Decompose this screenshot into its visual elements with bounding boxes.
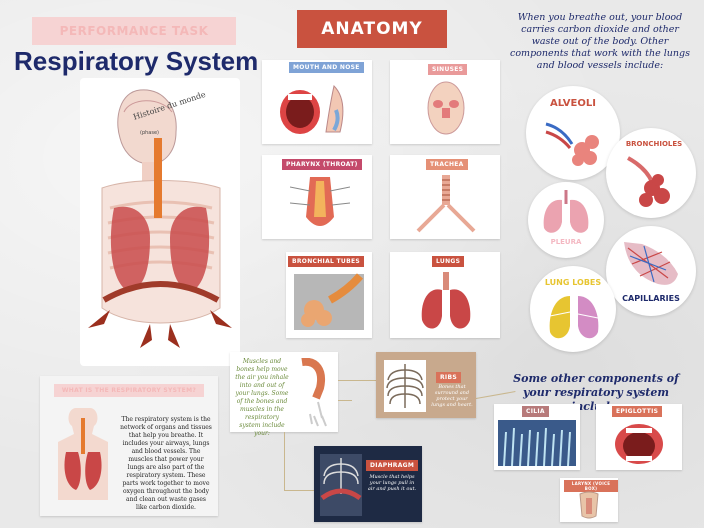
ribs-icon [384,360,426,412]
bronchial-tubes-icon [294,273,364,330]
page-title: Respiratory System [14,46,259,76]
cilia-icon [498,420,576,466]
diaphragm-icon [320,454,362,516]
pharynx-icon [290,177,350,226]
connector-line [338,380,376,381]
sinuses-label: SINUSES [428,64,468,75]
diaphragm-label: DIAPHRAGM [366,460,419,471]
what-is-heading: WHAT IS THE RESPIRATORY SYSTEM? [54,384,204,397]
alveoli-icon [545,122,599,166]
larynx-card: LARYNX (VOICE BOX) [560,478,618,522]
ribs-text: Bones that surround and protect your lun… [431,384,473,408]
card-sinuses: SINUSES [390,60,500,144]
pharynx-label: PHARYNX (THROAT) [282,159,362,170]
what-is-body-icon [58,408,108,500]
larynx-icon [579,491,599,519]
lung-lobes-label: LUNG LOBES [544,278,602,287]
trachea-label: TRACHEA [426,159,468,170]
phase-label: (phase) [140,130,159,136]
lungs-label: LUNGS [432,256,465,267]
diaphragm-card: DIAPHRAGM Muscle that helps your lungs p… [314,446,422,522]
epiglottis-label: EPIGLOTTIS [612,406,663,417]
cilia-card: CILIA [494,404,580,470]
circle-lung-lobes: LUNG LOBES [530,266,616,352]
muscles-bones-text: Muscles and bones help move the air you … [235,358,289,437]
sinuses-icon [427,81,465,135]
anatomy-banner: ANATOMY [297,10,447,48]
capillaries-icon [624,242,678,285]
card-trachea: TRACHEA [390,155,500,239]
trachea-icon [416,175,476,233]
bronchioles-icon [627,156,670,207]
bronchioles-label: BRONCHIOLES [625,140,683,148]
circle-capillaries: CAPILLARIES [606,226,696,316]
connector-line [284,490,314,491]
ribs-label: RIBS [436,372,461,383]
mouth-icon [280,85,344,134]
ribs-card: RIBS Bones that surround and protect you… [376,352,476,418]
intro-text: When you breathe out, your blood carries… [510,12,690,71]
epiglottis-card: EPIGLOTTIS [596,404,682,470]
circle-pleura: PLEURA [528,182,604,258]
card-lungs: LUNGS [390,252,500,338]
larynx-label: LARYNX (VOICE BOX) [564,480,618,492]
circle-alveoli: ALVEOLI [526,86,620,180]
muscles-bones-card: Muscles and bones help move the air you … [230,352,338,437]
respiratory-body-illustration: Histoire du monde (phase) [80,78,240,366]
lung-lobes-icon [549,296,599,339]
diaphragm-text: Muscle that helps your lungs pull in air… [367,474,417,492]
what-is-box: WHAT IS THE RESPIRATORY SYSTEM? The resp… [40,376,218,516]
alveoli-label: ALVEOLI [550,98,596,109]
pleura-label: PLEURA [550,238,582,246]
bronchial-tubes-label: BRONCHIAL TUBES [288,256,364,267]
epiglottis-icon [615,424,663,464]
lungs-icon [421,272,471,329]
card-mouth-nose: MOUTH AND NOSE [262,60,372,144]
pleura-icon [543,190,589,233]
arm-bones-icon [301,358,327,427]
circle-bronchioles: BRONCHIOLES [606,128,696,218]
mouth-nose-label: MOUTH AND NOSE [289,62,364,73]
cilia-label: CILIA [522,406,549,417]
other-components-heading: Some other components of your respirator… [513,372,679,413]
connector-line [338,400,352,401]
card-bronchial-tubes: BRONCHIAL TUBES [286,252,372,338]
connector-line [284,432,285,490]
performance-task-label: PERFORMANCE TASK [32,17,236,45]
capillaries-label: CAPILLARIES [622,294,680,303]
what-is-body: The respiratory system is the network of… [120,416,212,511]
card-pharynx: PHARYNX (THROAT) [262,155,372,239]
